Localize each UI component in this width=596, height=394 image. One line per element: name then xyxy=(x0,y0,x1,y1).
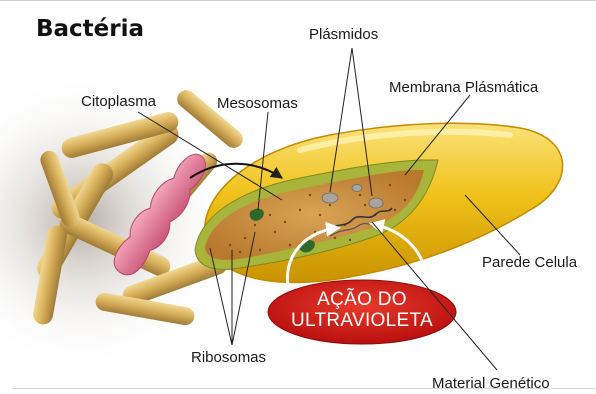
label-ribosomas: Ribosomas xyxy=(191,350,266,365)
label-membrana: Membrana Plásmática xyxy=(389,80,538,95)
diagram-title: Bactéria xyxy=(36,18,144,41)
uv-line-1: AÇÃO DO xyxy=(272,289,452,310)
label-plasmidos: Plásmidos xyxy=(309,27,378,42)
uv-badge-label: AÇÃO DO ULTRAVIOLETA xyxy=(272,289,452,331)
label-mesosomas: Mesosomas xyxy=(217,96,298,111)
uv-line-2: ULTRAVIOLETA xyxy=(272,310,452,331)
label-parede: Parede Celula xyxy=(482,255,577,270)
label-citoplasma: Citoplasma xyxy=(81,94,156,109)
frame-top-border xyxy=(0,0,596,1)
frame-bottom-border xyxy=(12,388,596,389)
